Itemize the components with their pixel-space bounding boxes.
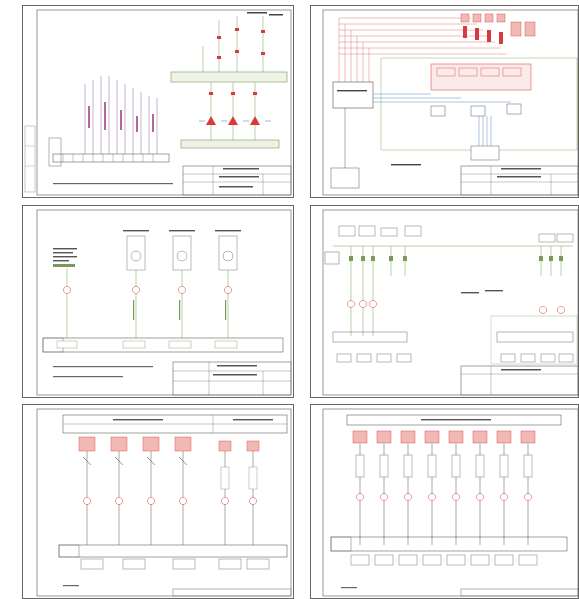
sheet-power-schematic-4[interactable] [310, 205, 579, 398]
sheet-power-schematic-2[interactable] [310, 5, 579, 198]
sheet-1-drawing [24, 9, 292, 196]
sheet-3-drawing [36, 209, 292, 396]
sheet-5-drawing [36, 408, 292, 597]
sheet-6-drawing [322, 408, 578, 597]
sheet-power-schematic-6[interactable] [310, 404, 579, 599]
sheet-2-drawing [322, 9, 578, 196]
sheet-power-schematic-3[interactable] [22, 205, 294, 398]
sheet-power-schematic-1[interactable] [22, 5, 294, 198]
sheet-power-schematic-5[interactable] [22, 404, 294, 599]
sheet-4-drawing [322, 209, 578, 396]
